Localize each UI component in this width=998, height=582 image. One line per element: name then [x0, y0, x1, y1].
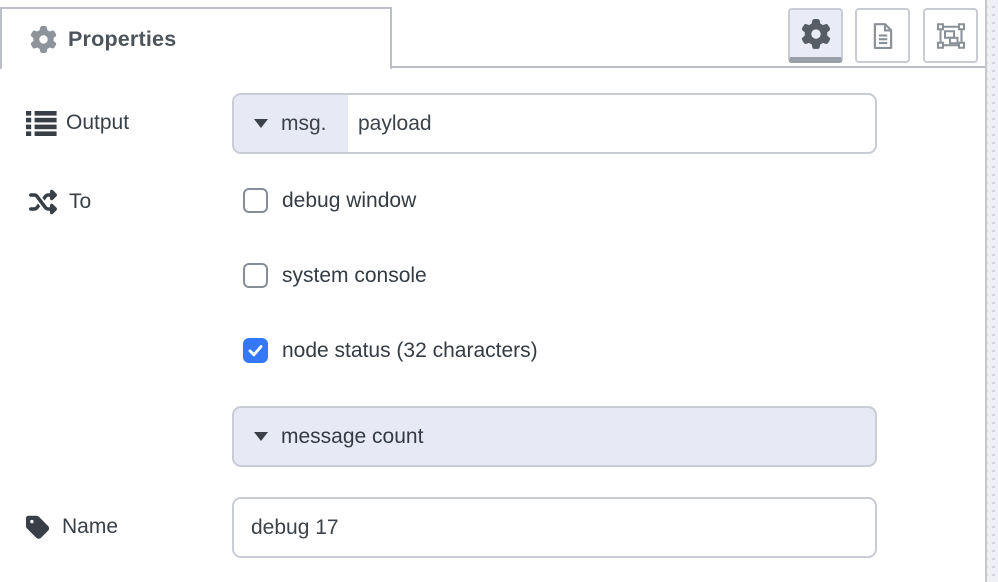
file-lines-icon: [873, 22, 892, 49]
tag-icon: [26, 514, 53, 541]
typed-input-type-button[interactable]: msg.: [234, 95, 348, 152]
typed-input-type-label: msg.: [281, 111, 327, 135]
node-status-checkbox[interactable]: [243, 338, 268, 363]
gear-icon: [801, 18, 830, 49]
description-tab-button[interactable]: [855, 8, 910, 63]
output-typed-input: msg.: [232, 93, 877, 154]
system-console-checkbox[interactable]: [243, 263, 268, 288]
list-icon: [26, 110, 57, 137]
name-field: [232, 497, 877, 558]
debug-window-checkbox-label: debug window: [282, 188, 417, 212]
gear-icon: [30, 25, 57, 53]
node-status-option[interactable]: node status (32 characters): [243, 338, 538, 363]
caret-down-icon: [254, 119, 268, 128]
debug-window-checkbox[interactable]: [243, 188, 268, 213]
name-row-label: Name: [26, 512, 118, 542]
output-property-input[interactable]: [348, 111, 875, 136]
name-label: Name: [62, 515, 119, 538]
shuffle-icon: [26, 188, 60, 216]
to-label: To: [69, 190, 92, 213]
node-status-checkbox-label: node status (32 characters): [282, 338, 538, 362]
tab-properties[interactable]: Properties: [0, 7, 392, 69]
to-row-label: To: [26, 187, 91, 217]
system-console-checkbox-label: system console: [282, 263, 427, 287]
check-icon: [248, 345, 263, 357]
caret-down-icon: [254, 432, 268, 441]
properties-tab-button[interactable]: [788, 8, 843, 63]
debug-window-option[interactable]: debug window: [243, 188, 416, 213]
status-type-select[interactable]: message count: [232, 406, 877, 467]
tab-properties-label: Properties: [68, 26, 177, 51]
output-row-label: Output: [26, 108, 129, 138]
system-console-option[interactable]: system console: [243, 263, 427, 288]
status-type-value: message count: [281, 424, 424, 448]
object-group-icon: [936, 22, 965, 49]
panel-resize-grip[interactable]: [985, 0, 998, 582]
tab-separator-line: [0, 66, 986, 68]
appearance-tab-button[interactable]: [923, 8, 978, 63]
name-input[interactable]: [234, 515, 875, 540]
output-label: Output: [66, 111, 130, 134]
